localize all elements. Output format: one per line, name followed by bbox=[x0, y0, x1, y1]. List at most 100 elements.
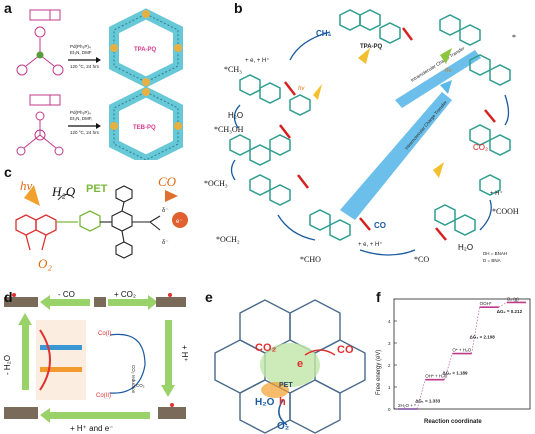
panel-b: b Intramolecular Charge Transfer Intramo… bbox=[190, 0, 535, 272]
e-label-c: e⁻ bbox=[176, 219, 183, 225]
co-label-c: CO bbox=[158, 174, 177, 189]
co-ii-label: Co(II) bbox=[96, 393, 111, 399]
cycle-arrows-d bbox=[18, 295, 175, 423]
h2o-label-right: H₂O bbox=[458, 243, 473, 252]
cond1-line3: 120 °C, 24 hrs bbox=[70, 64, 100, 69]
step-bottom: + e, + H⁺ bbox=[358, 241, 383, 248]
minus-h2o-label: - H₂O bbox=[3, 355, 12, 375]
delta-g-label: ΔG₄ = 0.212 bbox=[497, 309, 523, 314]
delta-g-label: ΔG₃ = 2.108 bbox=[470, 334, 496, 339]
co2-label: CO₂ bbox=[473, 143, 488, 152]
framework1-label: TPA-PQ bbox=[134, 47, 157, 53]
molecules bbox=[229, 9, 511, 241]
plus-h-label: + H⁺ bbox=[180, 345, 189, 362]
minus-co-label: - CO bbox=[58, 290, 75, 299]
cond1-line2: Et₃N, DMF bbox=[70, 50, 92, 55]
panel-a-label: a bbox=[4, 0, 12, 16]
plot-frame bbox=[393, 298, 531, 410]
int-cho: *CHO bbox=[300, 255, 321, 264]
e-label-e: e bbox=[297, 358, 303, 370]
donor-unit bbox=[15, 214, 57, 251]
linker-unit bbox=[56, 210, 101, 232]
transition-line bbox=[471, 307, 480, 354]
h-plus-right: + H⁺ bbox=[490, 190, 503, 197]
int-ch3: *CH₃ bbox=[224, 65, 242, 74]
cond2-line2: Et₃N, DMF, bbox=[70, 116, 92, 121]
cond2-line1: Pd(Ph₃P)₄ bbox=[70, 110, 91, 115]
dh-definition: DH = BNAH bbox=[483, 251, 507, 256]
panel-e-figure: CO₂ CO PET e h H₂O O₂ bbox=[214, 299, 366, 434]
co2-label-e: CO₂ bbox=[255, 342, 277, 354]
ict-arrow-upper bbox=[395, 50, 481, 108]
free-energy-chart: Free energy (eV) Reaction coordinate 432… bbox=[376, 296, 531, 425]
y-tick-label: 2 bbox=[388, 363, 391, 368]
active-site-bars bbox=[279, 27, 496, 241]
delta-label-c2: δ⁻ bbox=[162, 240, 169, 246]
ict-arrow-lower bbox=[340, 92, 452, 220]
pet-label-e: PET bbox=[279, 382, 293, 389]
ch4-label: CH₄ bbox=[316, 29, 332, 38]
pet-arrow-c bbox=[57, 194, 75, 201]
framework-tpa-pq: TPA-PQ bbox=[109, 8, 183, 88]
h2o-label-c: H₂O bbox=[51, 184, 76, 199]
panel-a: a Pd(Ph₃P)₄ Et₃N, DMF 120 °C, 24 hrs Pd(… bbox=[0, 0, 190, 160]
transition-line bbox=[416, 379, 426, 410]
co2-arrow bbox=[304, 349, 336, 356]
panel-d-label: d bbox=[4, 289, 13, 305]
tpa-pq-label: TPA-PQ bbox=[360, 44, 383, 50]
panel-b-label: b bbox=[234, 0, 243, 16]
cond2-line3: 120 °C, 24 hrs bbox=[70, 130, 100, 135]
light-beams bbox=[313, 48, 452, 178]
int-co: *CO bbox=[414, 255, 429, 264]
y-tick-label: 0 bbox=[388, 407, 391, 412]
panel-e: e CO₂ CO PET e h H₂O O₂ bbox=[195, 285, 370, 434]
reduction-label: CO₂ reduction bbox=[131, 365, 136, 394]
species-label: OH* + H₂O bbox=[425, 374, 448, 379]
panel-b-figure: Intramolecular Charge Transfer Intramole… bbox=[204, 9, 519, 264]
transition-line bbox=[498, 302, 507, 308]
light-beam-c bbox=[24, 185, 40, 206]
panel-f: f Free energy (eV) Reaction coordinate 4… bbox=[372, 285, 535, 434]
water-arrow bbox=[278, 399, 288, 426]
monomer-teb bbox=[16, 94, 64, 156]
reaction-center bbox=[260, 343, 320, 387]
panel-e-label: e bbox=[205, 289, 213, 305]
y-tick-label: 3 bbox=[388, 341, 391, 346]
slab-molecules bbox=[4, 293, 186, 419]
hv-label-c: hv bbox=[20, 178, 33, 193]
panel-d-figure: Co(I) Co(II) CO₂ reduction CO₂ - CO + CO… bbox=[3, 290, 189, 433]
int-och2: *OCH₂ bbox=[216, 235, 240, 244]
acceptor-unit bbox=[100, 185, 161, 259]
o2-label-c: O₂ bbox=[38, 256, 52, 271]
monomer-tpa bbox=[16, 26, 64, 76]
species-label: O* + H₂O bbox=[452, 348, 471, 353]
pet-label-c: PET bbox=[86, 183, 108, 195]
int-och3: *OCH₃ bbox=[204, 179, 228, 188]
delta-g-label: ΔG₂ = 1.189 bbox=[442, 371, 468, 376]
framework2-label: TEB-PQ bbox=[133, 125, 156, 131]
y-axis-label: Free energy (eV) bbox=[376, 350, 382, 395]
delta-g-label: ΔG₁ = 1.333 bbox=[415, 398, 440, 403]
int-cooh: *COOH bbox=[492, 207, 519, 216]
cond1-line1: Pd(Ph₃P)₄ bbox=[70, 44, 91, 49]
panel-a-figure: Pd(Ph₃P)₄ Et₃N, DMF 120 °C, 24 hrs Pd(Ph… bbox=[16, 8, 183, 160]
species-label: O₂ (g) bbox=[507, 296, 519, 301]
ict-text-lower: Intramolecular Charge Transfer bbox=[404, 99, 448, 150]
y-tick-label: 1 bbox=[388, 385, 391, 390]
transition-line bbox=[444, 353, 453, 380]
o2-label-e: O₂ bbox=[277, 421, 289, 432]
co-label-e: CO bbox=[337, 344, 354, 356]
cycle-arrows bbox=[230, 31, 510, 256]
species-label: OOH* bbox=[480, 301, 492, 306]
framework-teb-pq: TEB-PQ bbox=[109, 86, 183, 160]
species-label: 2H₂O + * bbox=[398, 403, 416, 408]
hv-label-left: hv bbox=[298, 86, 305, 92]
d-definition: D = BNA bbox=[483, 258, 501, 263]
co-cycle bbox=[109, 333, 146, 394]
panel-f-label: f bbox=[376, 289, 381, 305]
plus-co2-label: + CO₂ bbox=[114, 290, 136, 299]
inner-energy-panel bbox=[36, 320, 86, 400]
panel-d: d Co(I) Co(II) CO₂ reduction CO₂ - CO + … bbox=[0, 285, 190, 434]
panel-c-figure: hv H₂O O₂ PET CO e⁻ δ⁻ δ⁻ bbox=[15, 174, 188, 271]
int-ch3oh: *CH₃OH bbox=[214, 125, 244, 134]
